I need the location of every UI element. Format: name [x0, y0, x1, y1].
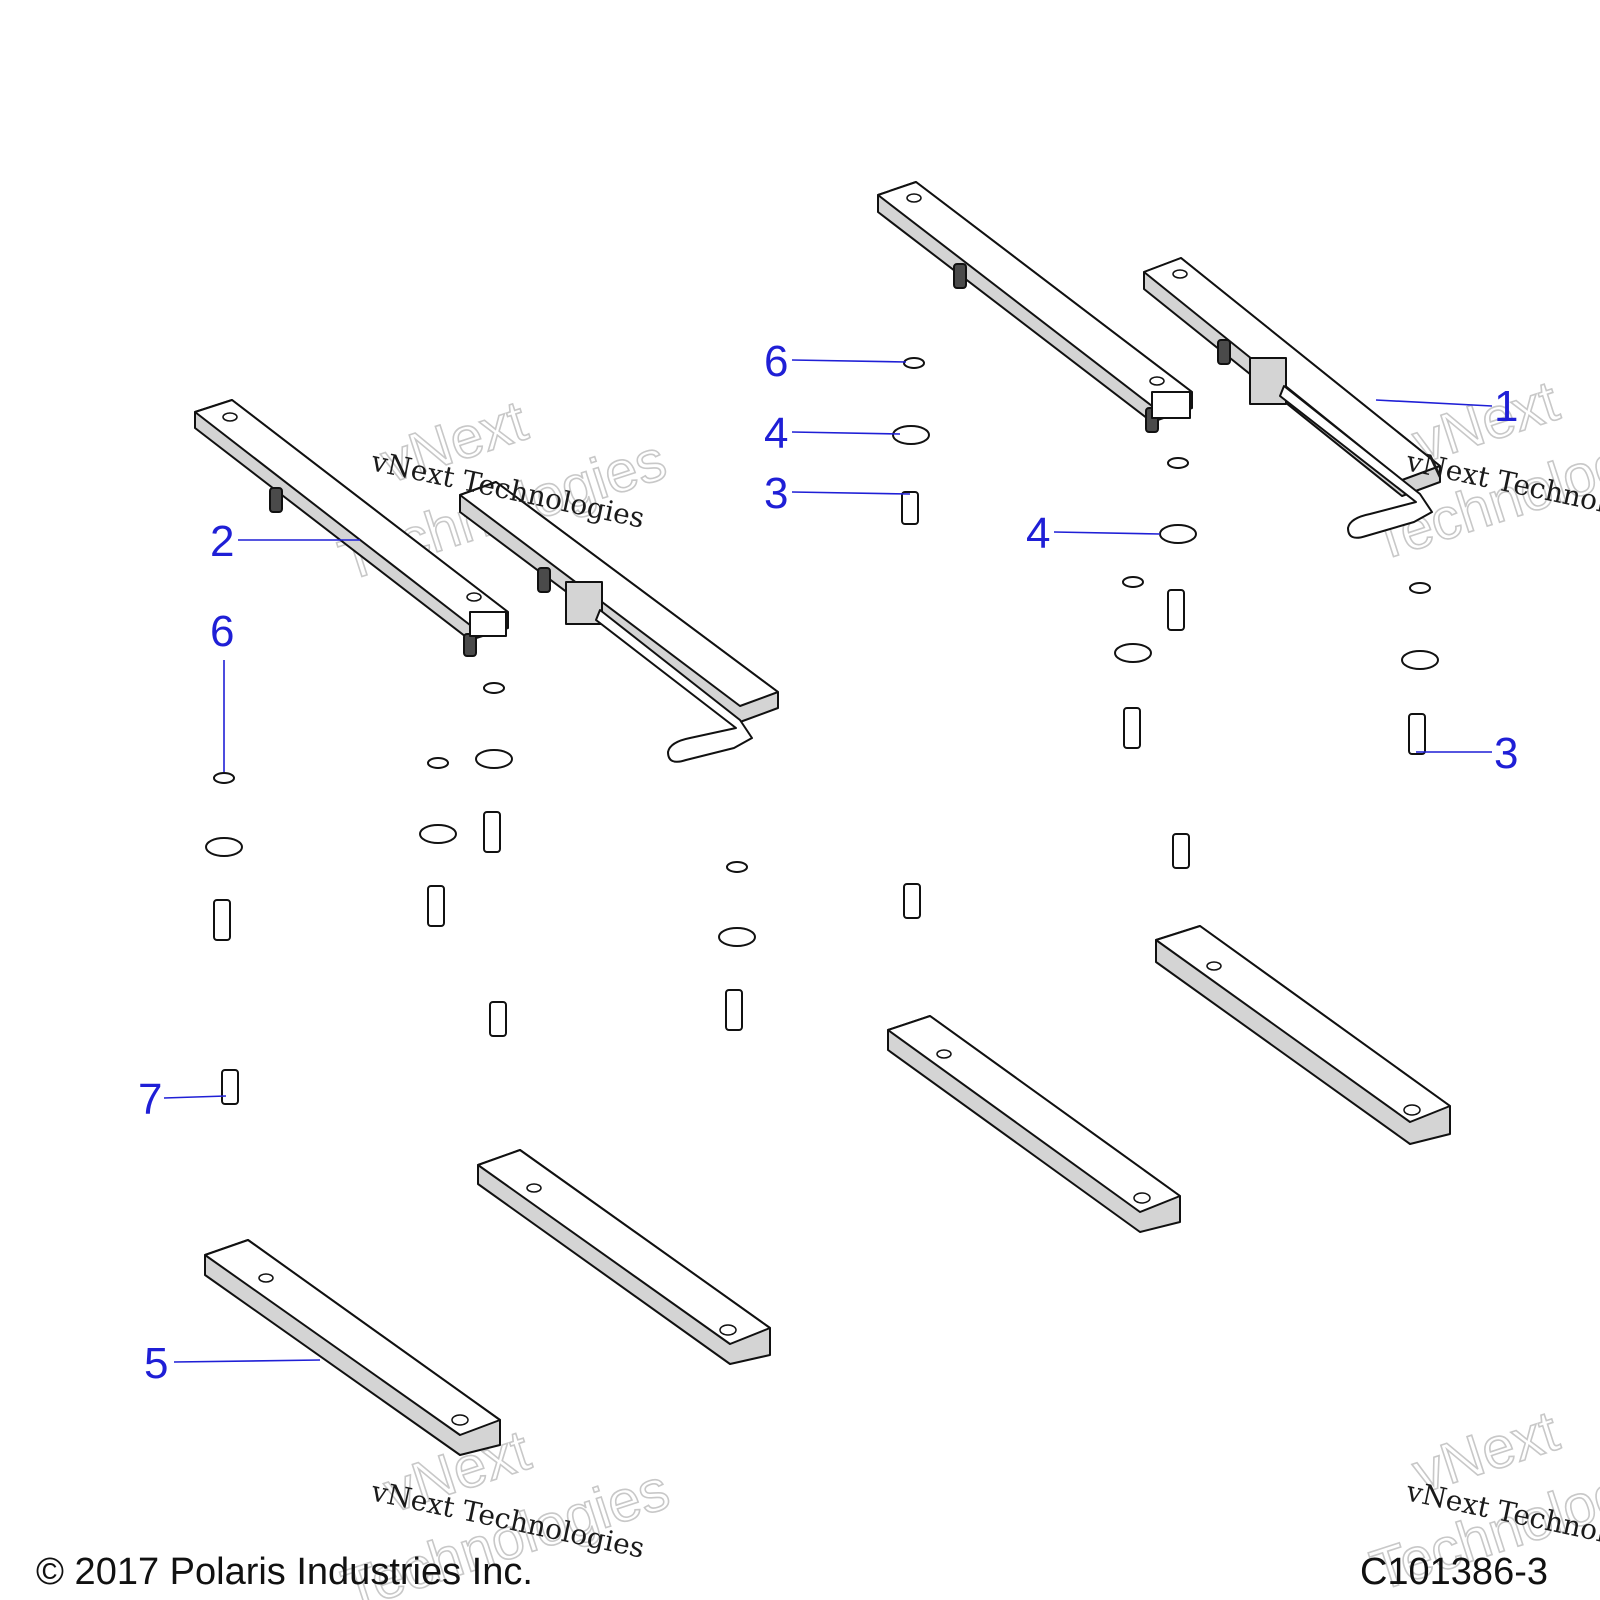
- callout-6a: 6: [764, 337, 788, 386]
- seat-rail-left-handle: [459, 481, 779, 763]
- callout-3a: 3: [764, 469, 788, 518]
- callout-4b: 4: [1026, 509, 1050, 558]
- callout-3b: 3: [1494, 729, 1518, 778]
- bracket-lower-left: [204, 1239, 501, 1456]
- callout-4a: 4: [764, 409, 788, 458]
- seat-rail-right-plain: [877, 181, 1193, 433]
- bracket-lower-mid: [477, 1149, 771, 1365]
- bracket-lower-right: [887, 1015, 1181, 1233]
- callout-5: 5: [144, 1339, 168, 1388]
- callout-2: 2: [210, 517, 234, 566]
- callout-1: 1: [1494, 382, 1518, 431]
- hardware: [205, 357, 1439, 1105]
- seat-rail-right-handle: [1143, 257, 1441, 539]
- copyright-text: © 2017 Polaris Industries Inc.: [36, 1551, 533, 1593]
- callout-6b: 6: [210, 607, 234, 656]
- bracket-lower-far-right: [1155, 925, 1451, 1145]
- callout-7: 7: [138, 1075, 162, 1124]
- diagram-code: C101386-3: [1360, 1551, 1548, 1593]
- callouts: 1 2 3 3 4 4 5 6 6 7: [138, 337, 1518, 1388]
- seat-rail-left-plain: [194, 399, 509, 657]
